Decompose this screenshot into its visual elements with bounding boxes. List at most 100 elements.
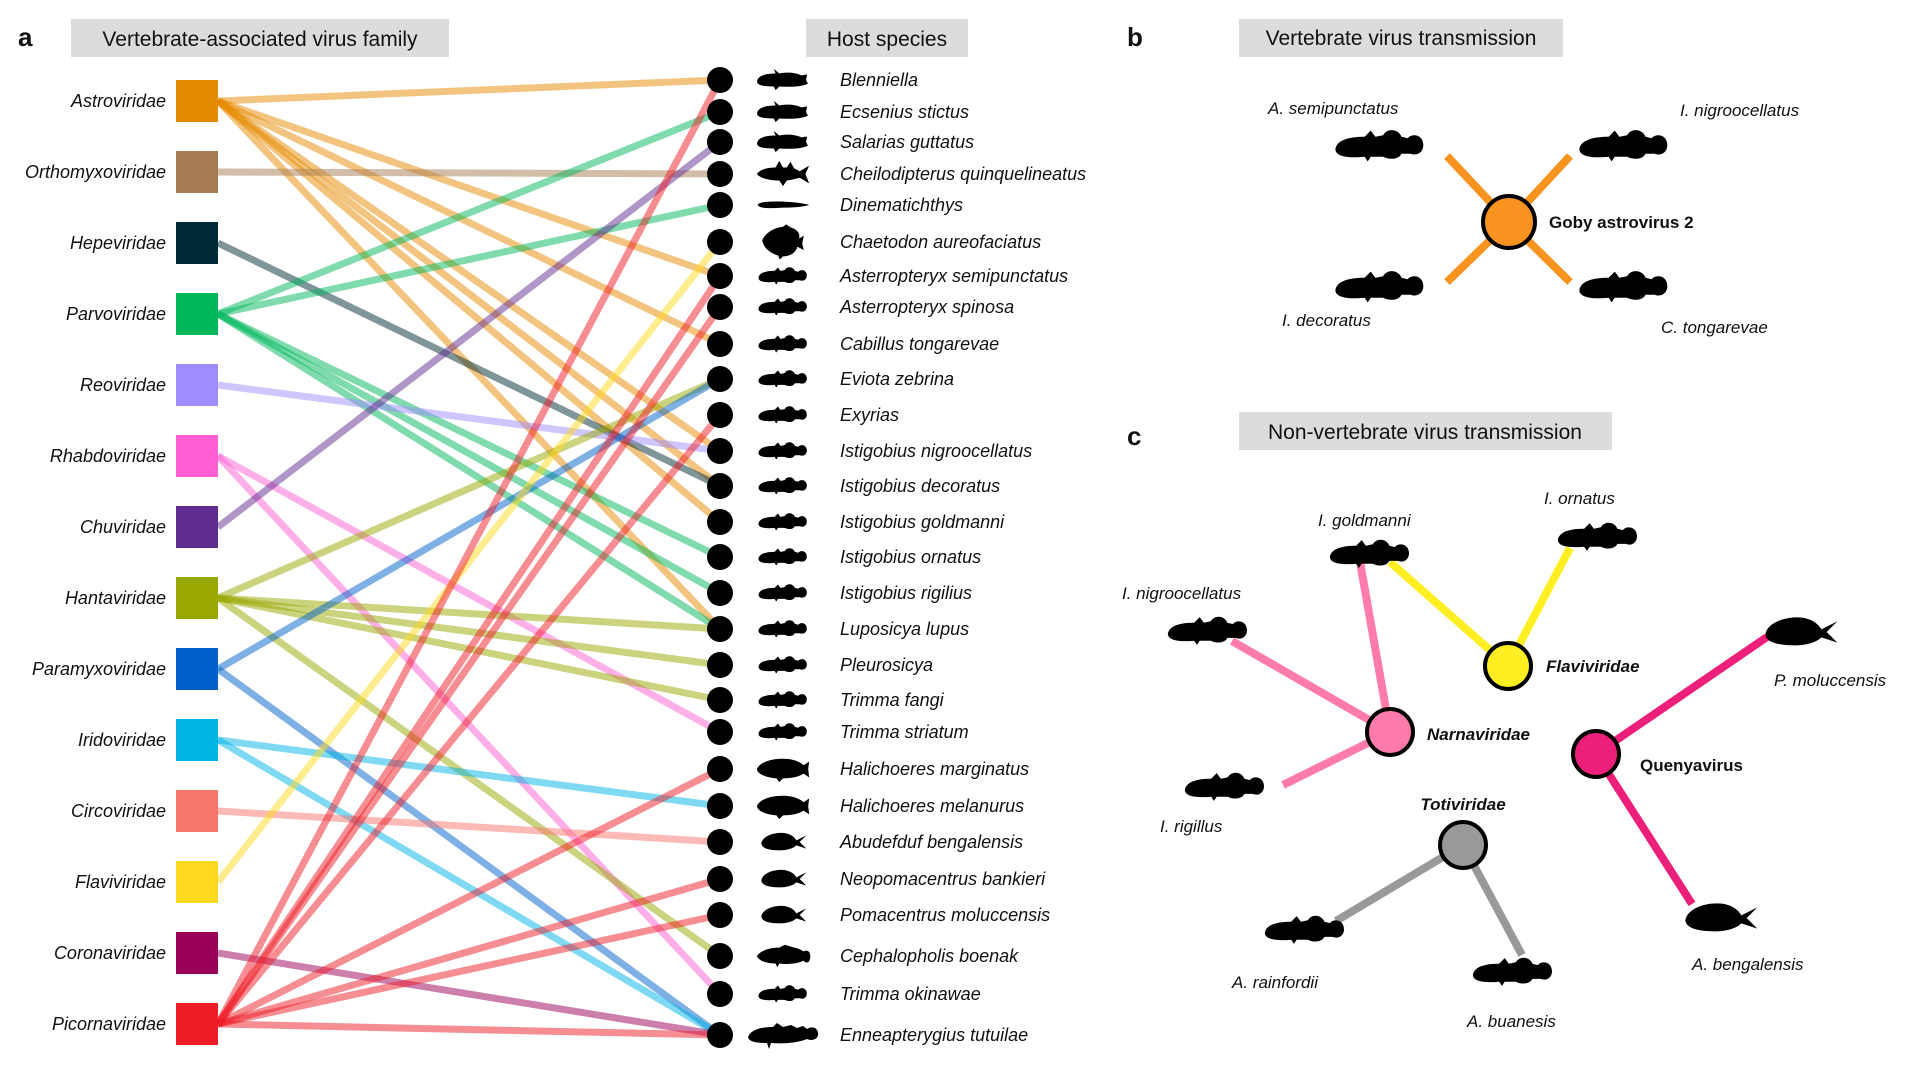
host-p-moluccensis: P. moluccensis — [1765, 617, 1887, 690]
panel-letter-c: c — [1127, 421, 1141, 451]
goby-fish-icon — [1557, 522, 1637, 551]
host-node-dot — [707, 402, 733, 428]
host-node-dot — [707, 229, 733, 255]
family-color-square — [176, 861, 218, 903]
host-i-ornatus: I. ornatus — [1544, 489, 1637, 551]
host-label: A. semipunctatus — [1267, 99, 1399, 118]
goby-fish-icon — [758, 298, 807, 316]
host-istigobius-ornatus: Istigobius ornatus — [707, 544, 981, 570]
host-neopomacentrus-bankieri: Neopomacentrus bankieri — [707, 866, 1046, 892]
family-label: Astroviridae — [70, 91, 166, 111]
host-label: Pleurosicya — [840, 655, 933, 675]
virus-node-narnaviridae: Narnaviridae — [1365, 707, 1530, 757]
damselfish-fish-icon — [761, 905, 807, 924]
goby-fish-icon — [1184, 772, 1264, 801]
family-color-square — [176, 151, 218, 193]
host-cabillus-tongarevae: Cabillus tongarevae — [707, 331, 999, 357]
host-a-semipunctatus: A. semipunctatus — [1267, 99, 1424, 162]
virus-node-circle — [1438, 820, 1488, 870]
host-label: Blenniella — [840, 70, 918, 90]
host-label: Halichoeres marginatus — [840, 759, 1029, 779]
goby-fish-icon — [758, 370, 807, 388]
host-label: Abudefduf bengalensis — [839, 832, 1023, 852]
goby-fish-icon — [758, 584, 807, 602]
virus-node-circle — [1481, 194, 1537, 250]
family-color-square — [176, 577, 218, 619]
link-flaviviridae-to-i-goldmanni — [1387, 558, 1511, 670]
host-node-dot — [707, 829, 733, 855]
goby-fish-icon — [1579, 271, 1668, 303]
host-salarias-guttatus: Salarias guttatus — [707, 129, 974, 155]
family-circoviridae: Circoviridae — [71, 790, 218, 832]
host-i-decoratus: I. decoratus — [1282, 271, 1424, 330]
host-pleurosicya: Pleurosicya — [707, 652, 933, 678]
family-picornaviridae: Picornaviridae — [52, 1003, 218, 1045]
host-node-dot — [707, 866, 733, 892]
host-a-bengalensis: A. bengalensis — [1685, 903, 1804, 974]
host-node-dot — [707, 580, 733, 606]
family-iridoviridae: Iridoviridae — [78, 719, 218, 761]
goby-fish-icon — [758, 477, 807, 495]
goby-fish-icon — [758, 985, 807, 1003]
family-label: Iridoviridae — [78, 730, 166, 750]
link-parvoviridae-to-dinematichthys — [217, 201, 721, 318]
family-hantaviridae: Hantaviridae — [65, 577, 218, 619]
link-hantaviridae-to-luposicya-lupus — [217, 594, 721, 633]
host-label: A. buanesis — [1466, 1012, 1556, 1031]
link-circoviridae-to-abudefduf-bengalensis — [217, 807, 721, 846]
panel-c-header-box — [1239, 412, 1612, 450]
host-node-dot — [707, 509, 733, 535]
panel-b: b Vertebrate virus transmission A. semip… — [1127, 19, 1800, 337]
goby-fish-icon — [758, 656, 807, 674]
host-node-dot — [707, 544, 733, 570]
virus-node-totiviridae: Totiviridae — [1420, 795, 1506, 870]
damselfish-fish-icon — [1765, 617, 1838, 646]
host-istigobius-nigroocellatus: Istigobius nigroocellatus — [707, 438, 1032, 464]
link-hantaviridae-to-cephalopholis-boenak — [215, 595, 723, 959]
host-label: I. nigroocellatus — [1122, 584, 1242, 603]
family-label: Hepeviridae — [70, 233, 166, 253]
host-label: Istigobius goldmanni — [840, 512, 1005, 532]
link-picornaviridae-to-asterropteryx-spinosa — [215, 304, 723, 1027]
host-node-dot — [707, 473, 733, 499]
family-header-text: Vertebrate-associated virus family — [102, 28, 418, 51]
family-label: Parvoviridae — [66, 304, 166, 324]
goby-fish-icon — [758, 267, 807, 285]
link-iridoviridae-to-halichoeres-melanurus — [217, 736, 721, 810]
host-label: Istigobius decoratus — [840, 476, 1000, 496]
link-hantaviridae-to-pleurosicya — [217, 594, 721, 669]
link-rhabdoviridae-to-trimma-striatum — [216, 452, 722, 736]
link-astroviridae-to-istigobius-nigroocellatus — [215, 98, 723, 454]
host-label: Cheilodipterus quinquelineatus — [840, 164, 1086, 184]
family-color-square — [176, 364, 218, 406]
family-color-square — [176, 80, 218, 122]
host-pomacentrus-moluccensis: Pomacentrus moluccensis — [707, 902, 1050, 928]
link-astroviridae-to-cabillus-tongarevae — [216, 97, 722, 348]
host-cephalopholis-boenak: Cephalopholis boenak — [707, 943, 1019, 969]
host-label: A. rainfordii — [1231, 973, 1319, 992]
host-label: Halichoeres melanurus — [840, 796, 1024, 816]
host-trimma-okinawae: Trimma okinawae — [707, 981, 981, 1007]
family-color-square — [176, 222, 218, 264]
damselfish-fish-icon — [761, 869, 807, 888]
family-label: Rhabdoviridae — [50, 446, 166, 466]
family-color-square — [176, 506, 218, 548]
host-exyrias: Exyrias — [707, 402, 899, 428]
host-label: Chaetodon aureofaciatus — [840, 232, 1041, 252]
virus-node-circle — [1365, 707, 1415, 757]
family-hepeviridae: Hepeviridae — [70, 222, 218, 264]
host-label: Enneapterygius tutuilae — [840, 1025, 1028, 1045]
host-trimma-fangi: Trimma fangi — [707, 687, 945, 713]
virus-node-label: Narnaviridae — [1427, 725, 1530, 744]
host-label: C. tongarevae — [1661, 318, 1768, 337]
host-abudefduf-bengalensis: Abudefduf bengalensis — [707, 829, 1023, 855]
virus-node-goby-astrovirus-2: Goby astrovirus 2 — [1481, 194, 1694, 250]
family-color-square — [176, 790, 218, 832]
host-node-dot — [707, 981, 733, 1007]
family-coronaviridae: Coronaviridae — [54, 932, 218, 974]
host-node-dot — [707, 687, 733, 713]
virus-node-circle — [1571, 729, 1621, 779]
family-paramyxoviridae: Paramyxoviridae — [32, 648, 218, 690]
